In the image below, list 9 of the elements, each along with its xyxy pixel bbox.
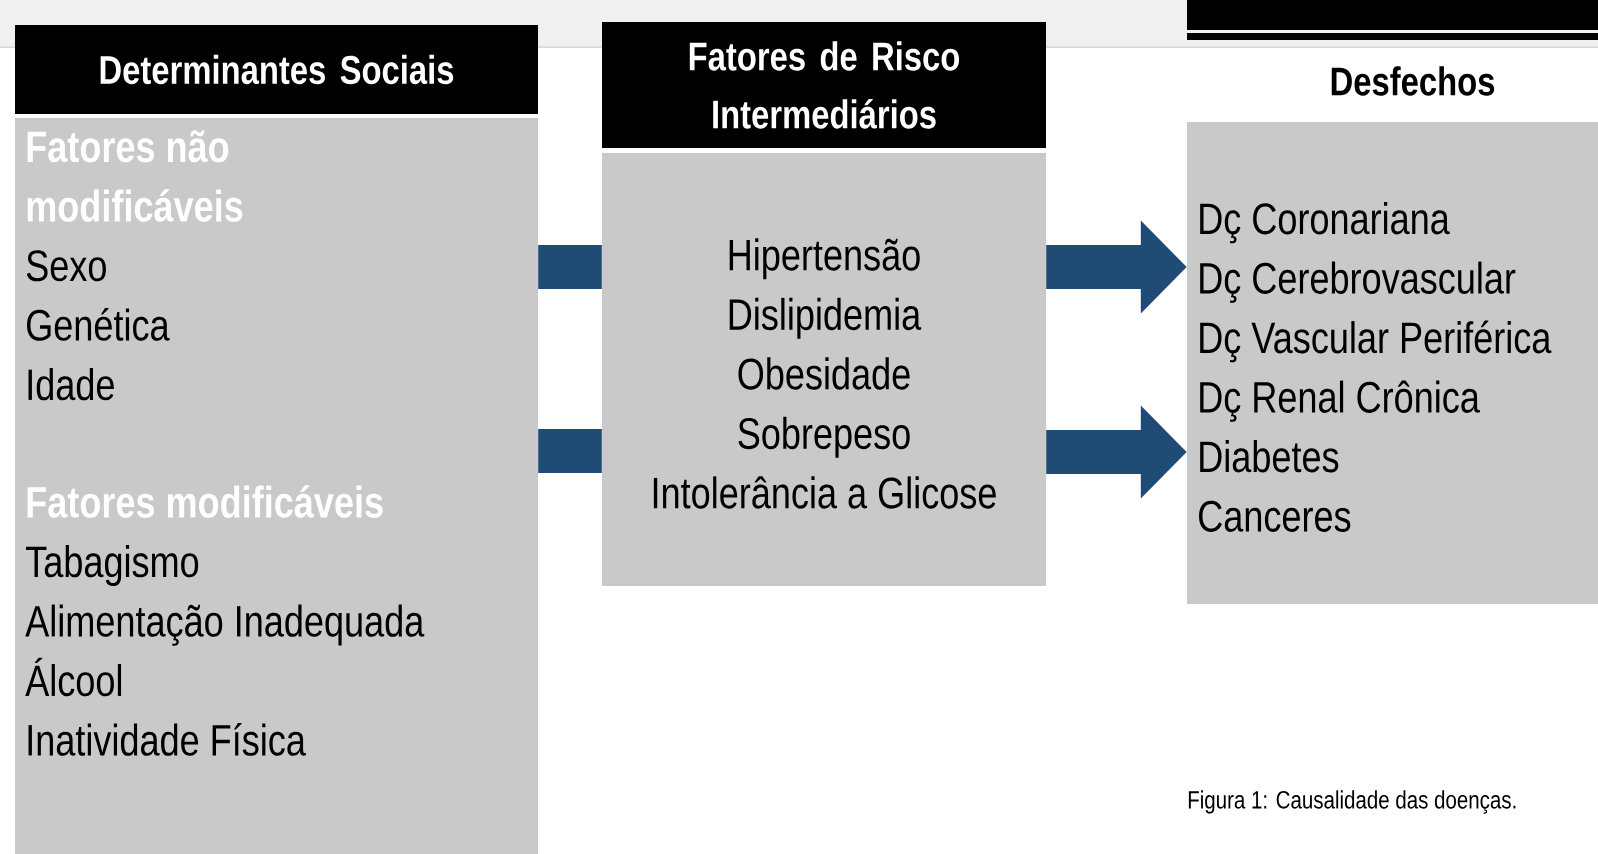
content-panel: Dç Coronariana Dç Cerebrovascular Dç Vascular Periférica Dç Renal Crônica Diabetes Canceres xyxy=(1187,122,1598,604)
connector-bar xyxy=(538,245,602,289)
content-panel: Hipertensão Dislipidemia Obesidade Sobrepeso Intolerância a Glicose xyxy=(602,153,1046,586)
node-label: Desfechos xyxy=(1331,66,1495,96)
header-box: Fatores de Risco Intermediários xyxy=(602,22,1046,148)
header-box: Determinantes Sociais xyxy=(15,25,538,114)
connector-bar xyxy=(538,429,602,473)
caption: Figura 1: Causalidade das doenças. xyxy=(1188,790,1516,814)
header-box: Desfechos xyxy=(1187,0,1598,96)
